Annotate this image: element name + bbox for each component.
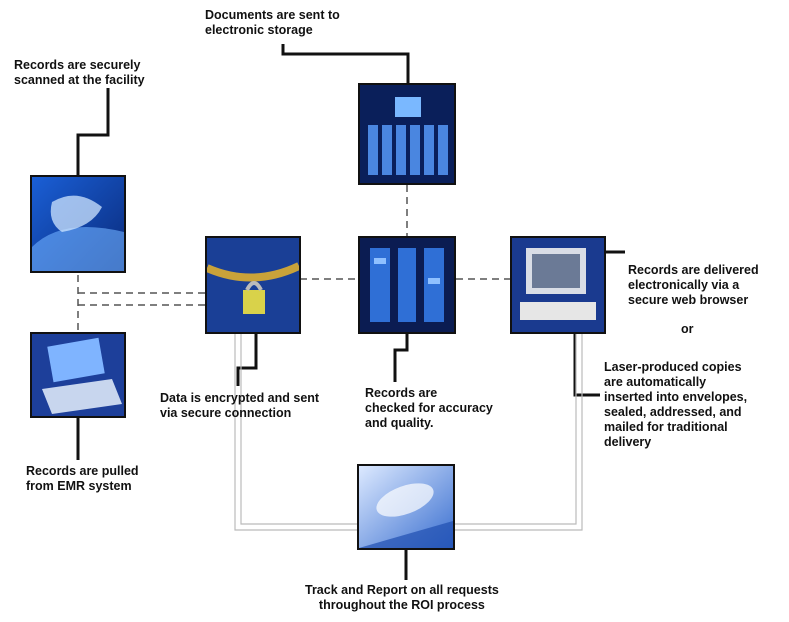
return-loop (234, 334, 583, 531)
label-or: or (681, 322, 694, 336)
padlock-photo-icon (205, 236, 301, 334)
label-encrypted: Data is encrypted and sent via secure co… (160, 391, 320, 420)
label-checked: Records are checked for accuracy and qua… (365, 386, 493, 430)
connector-mailed (573, 334, 600, 397)
connector-checked (393, 332, 409, 382)
track-photo-icon (357, 464, 455, 550)
scanner-photo-icon (30, 175, 126, 273)
label-pulled: Records are pulled from EMR system (26, 464, 139, 493)
storage-photo-icon (358, 83, 456, 185)
connector-encrypted (236, 332, 258, 386)
label-scan: Records are securely scanned at the faci… (14, 58, 145, 87)
check-photo-icon (358, 236, 456, 334)
label-storage: Documents are sent to electronic storage (205, 8, 340, 37)
label-track: Track and Report on all requests through… (305, 583, 499, 612)
connector-storage (281, 44, 410, 84)
laptop-photo-icon (30, 332, 126, 418)
connector-scan (76, 88, 110, 176)
label-mailed: Laser-produced copies are automatically … (604, 360, 748, 449)
dashed-flow (77, 185, 510, 330)
label-delivered: Records are delivered electronically via… (628, 263, 759, 307)
computer-photo-icon (510, 236, 606, 334)
